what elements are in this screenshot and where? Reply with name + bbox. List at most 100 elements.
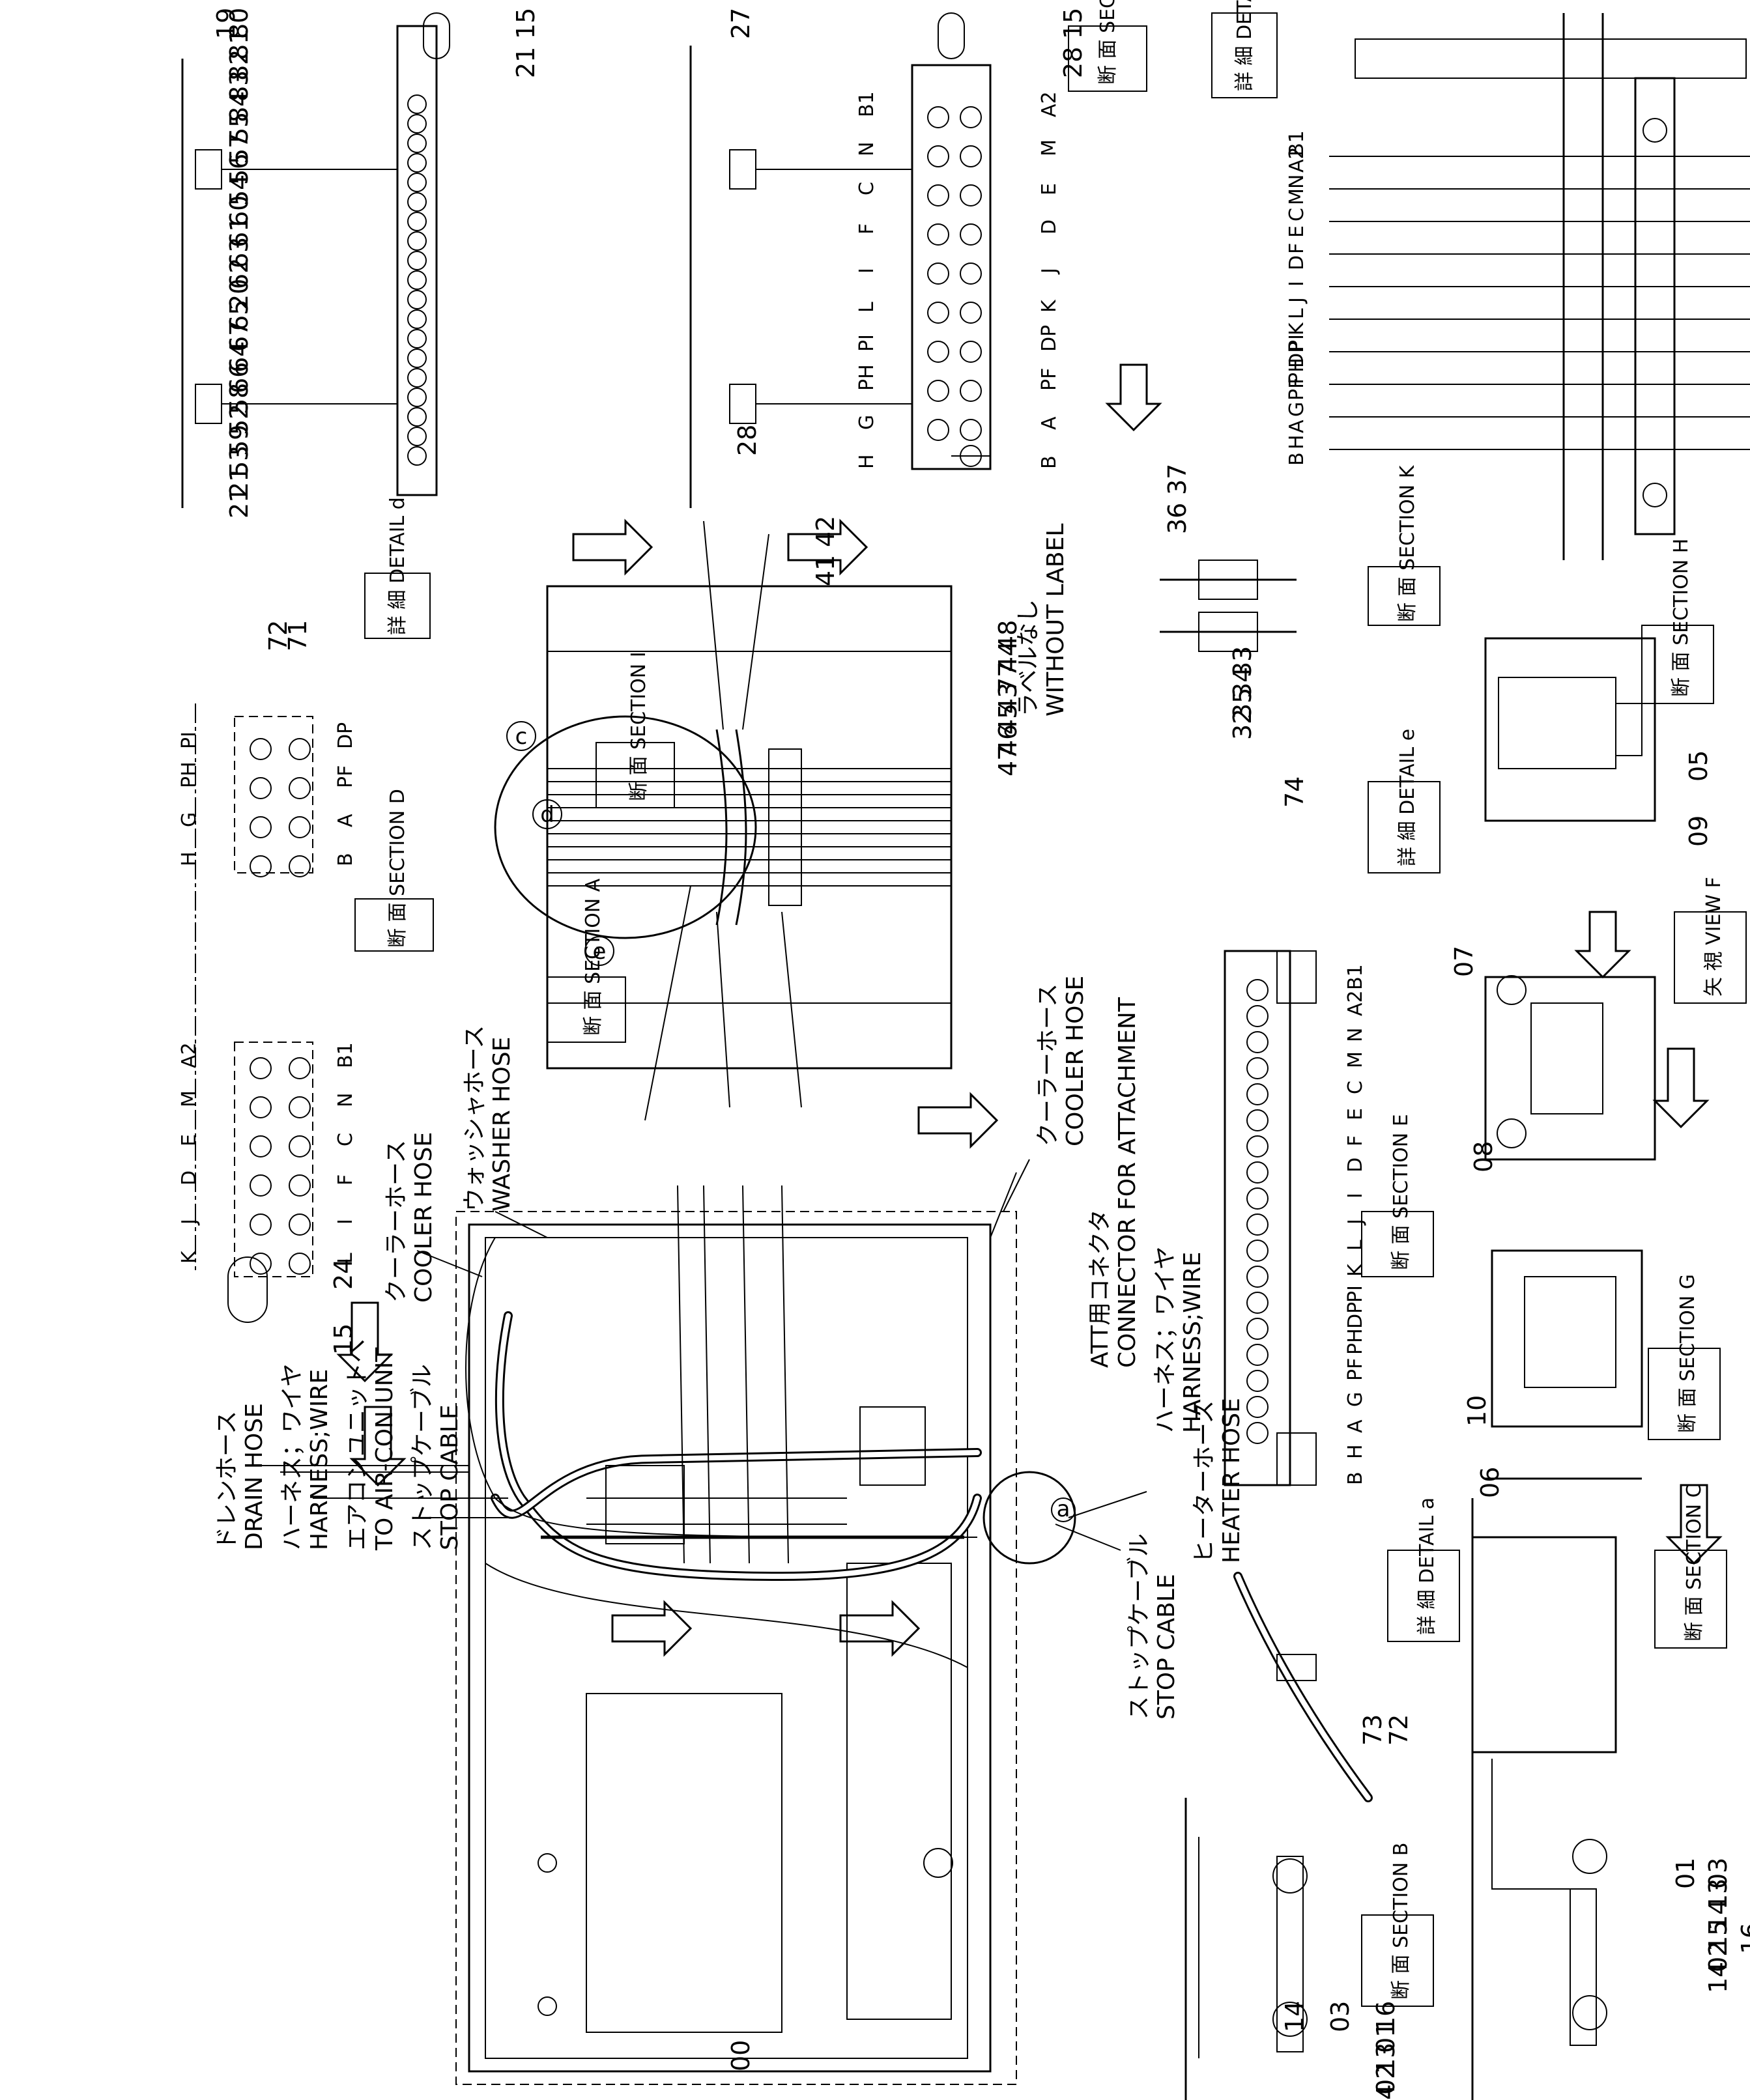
part-number-label: 81 bbox=[225, 29, 253, 60]
port-letter-label: G bbox=[1344, 1392, 1367, 1407]
part-number-label: 54 bbox=[225, 175, 253, 206]
section-b-title: 断 面 SECTION B bbox=[1390, 1843, 1413, 2000]
part-number-label: 10 bbox=[1463, 1395, 1491, 1426]
section-j-view bbox=[689, 12, 992, 508]
harness-run bbox=[465, 1237, 978, 1538]
hose-bundle bbox=[547, 768, 951, 887]
bracket-foot bbox=[729, 149, 756, 190]
arrow-a bbox=[336, 1301, 394, 1383]
bracket-foot bbox=[195, 149, 222, 190]
fitting-block bbox=[768, 748, 802, 906]
port-letter-label: B bbox=[1038, 455, 1061, 469]
hose-clip-16 bbox=[1572, 1839, 1607, 1874]
part-number-label: 60 bbox=[225, 195, 253, 227]
part-number-label: 65 bbox=[225, 300, 253, 331]
hose-clip-15 bbox=[938, 12, 965, 59]
detail-a-circle bbox=[983, 1471, 1076, 1565]
view-f-view bbox=[1484, 975, 1656, 1161]
port-letter-label: A2 bbox=[1285, 147, 1308, 173]
port-letter-label: E bbox=[1038, 183, 1061, 195]
section-h-titlebox bbox=[1641, 625, 1714, 704]
detail-c-view bbox=[1329, 13, 1750, 560]
port-letter-label: G bbox=[855, 415, 878, 430]
detail-d-marker-letter: d bbox=[540, 802, 554, 828]
port-letter-label: DP bbox=[334, 722, 357, 749]
port-letter-label: N bbox=[855, 142, 878, 156]
section-k-title: 断 面 SECTION K bbox=[1396, 464, 1419, 622]
port-letter-label: J bbox=[1038, 268, 1061, 275]
port-group-lower bbox=[234, 1042, 313, 1277]
bolt bbox=[538, 1853, 557, 1873]
detail-e-marker-letter: e bbox=[593, 939, 607, 965]
part-number-label: 02 bbox=[1371, 2064, 1400, 2095]
bracket-foot bbox=[729, 384, 756, 424]
part-number-label: 41 bbox=[811, 555, 840, 586]
part-number-label: 34 bbox=[1228, 667, 1257, 698]
lower-panel bbox=[586, 1693, 782, 2033]
bracket-arm bbox=[756, 169, 912, 404]
part-number-label: 84 bbox=[225, 91, 253, 122]
part-number-label: 03 bbox=[1704, 1858, 1732, 1889]
callout-jp-label: ドレンホース bbox=[214, 1411, 240, 1550]
port-letter-label: D bbox=[1285, 255, 1308, 270]
port-letter-label: M bbox=[178, 1090, 201, 1107]
part-number-label: 43 bbox=[994, 683, 1022, 714]
bolt bbox=[1642, 483, 1667, 507]
bolt bbox=[538, 1996, 557, 2016]
section-i-title: 断 面 SECTION I bbox=[627, 651, 650, 801]
callout-en-label: HARNESS;WIRE bbox=[1179, 1252, 1206, 1433]
end-bracket bbox=[1276, 1432, 1317, 1486]
callout-en-label: STOP CABLE bbox=[1153, 1574, 1180, 1720]
unit-housing bbox=[1484, 637, 1656, 822]
connector-block bbox=[911, 64, 992, 470]
part-number-label: 45 bbox=[994, 703, 1022, 735]
port-letter-label: F bbox=[334, 1174, 357, 1185]
bracket-arm bbox=[1491, 1759, 1577, 1890]
port-letter-label: K bbox=[178, 1250, 201, 1264]
section-b-view bbox=[1184, 1798, 1308, 2100]
part-number-label: 80 bbox=[225, 8, 253, 39]
part-number-label: 56 bbox=[225, 154, 253, 185]
bracket bbox=[859, 1406, 926, 1486]
part-number-label: 14 bbox=[1280, 2001, 1309, 2032]
callout-jp-label: ハーネス；ワイヤ bbox=[1152, 1246, 1179, 1433]
port-letter-label: D bbox=[1344, 1157, 1367, 1172]
callout-en-label: HEATER HOSE bbox=[1218, 1398, 1245, 1563]
section-d-title: 断 面 SECTION D bbox=[386, 789, 409, 948]
bolt bbox=[1642, 118, 1667, 143]
clamp-72 bbox=[1276, 1654, 1317, 1681]
part-number-label: 16 bbox=[1371, 2001, 1400, 2032]
section-e-clips bbox=[1246, 979, 1269, 1444]
part-number-label: 14 bbox=[1704, 1962, 1732, 1993]
frame-rib bbox=[586, 1497, 847, 1525]
detail-d-marker bbox=[532, 799, 562, 829]
port-letter-label: G bbox=[1285, 402, 1308, 417]
section-b-titlebox bbox=[1361, 1914, 1434, 2007]
clip-plate bbox=[1570, 1888, 1597, 2046]
callout-en-label: CONNECTOR FOR ATTACHMENT bbox=[1114, 997, 1141, 1368]
callout-en-label: COOLER HOSE bbox=[410, 1132, 437, 1303]
view-arrows bbox=[336, 363, 1723, 1657]
end-bracket bbox=[1276, 950, 1317, 1004]
hose-clip-15 bbox=[1272, 2002, 1308, 2037]
port-letter-label: PH bbox=[1285, 358, 1308, 384]
bolt bbox=[1497, 975, 1527, 1005]
port-letter-label: H bbox=[1285, 434, 1308, 449]
section-k-view bbox=[1160, 560, 1297, 652]
part-number-label: 55 bbox=[225, 112, 253, 143]
callout-jp-label: クーラーホース bbox=[383, 1140, 410, 1303]
port-letter-label: M bbox=[1038, 139, 1061, 156]
detail-d-titlebox bbox=[364, 573, 431, 639]
part-number-label: 13 bbox=[1371, 2043, 1400, 2074]
port-letter-label: PF bbox=[1344, 1358, 1367, 1381]
arrow-h bbox=[1574, 911, 1631, 979]
section-g-title: 断 面 SECTION G bbox=[1676, 1274, 1699, 1433]
part-number-label: 28 bbox=[733, 425, 762, 456]
part-number-label: 36 bbox=[1163, 503, 1192, 534]
part-number-label: 57 bbox=[225, 133, 253, 164]
arrow-k bbox=[1105, 363, 1162, 432]
part-number-label: 14 bbox=[1371, 2084, 1400, 2100]
part-number-label: 61 bbox=[225, 216, 253, 248]
